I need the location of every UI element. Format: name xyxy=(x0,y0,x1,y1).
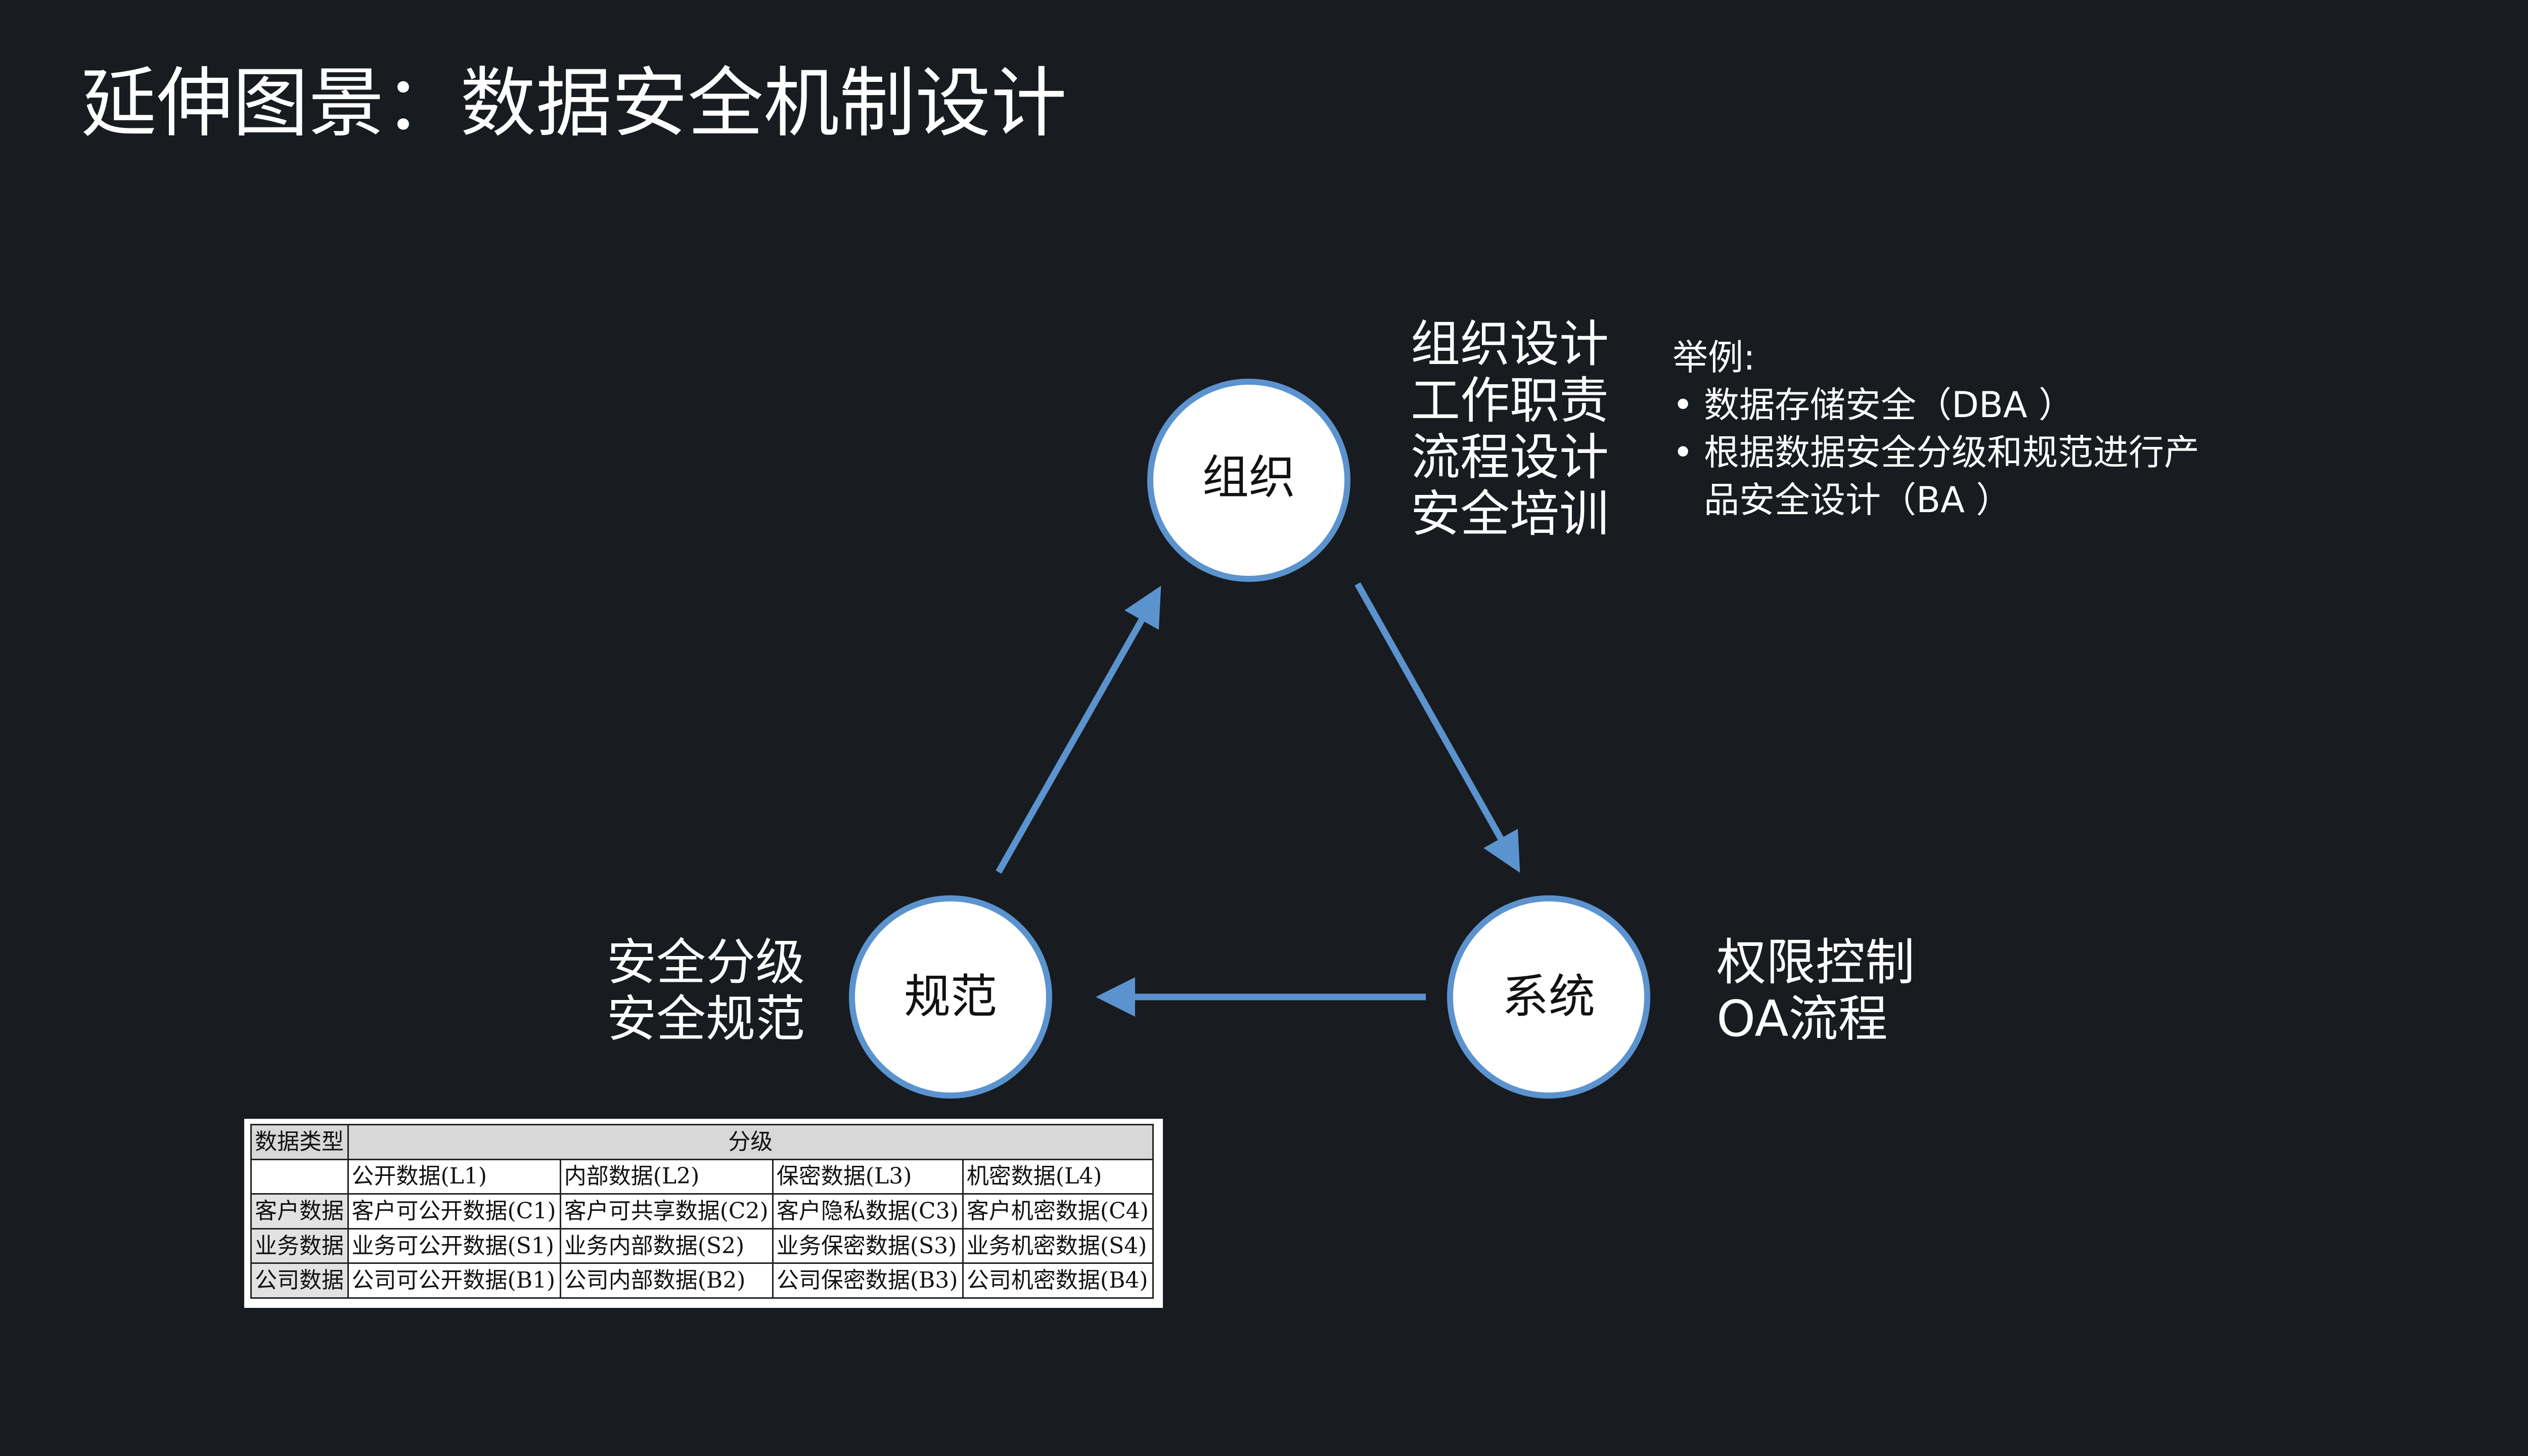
table-column-header: 公开数据(L1) xyxy=(347,1158,561,1195)
arrow-org-to-system xyxy=(1355,582,1520,873)
example-item: • 数据存储安全（DBA ） xyxy=(1673,381,2199,429)
table-cell: 公司可公开数据(B1) xyxy=(347,1262,561,1299)
org-points: 组织设计 工作职责 流程设计 安全培训 xyxy=(1411,316,1609,542)
bullet-icon: • xyxy=(1673,384,1694,426)
node-org-label: 组织 xyxy=(1202,450,1296,505)
examples-block: 举例: • 数据存储安全（DBA ） • 根据数据安全分级和规范进行产 品安全设… xyxy=(1673,334,2199,524)
example-text: 数据存储安全（DBA ） xyxy=(1704,384,2074,426)
table-cell: 客户隐私数据(C3) xyxy=(772,1193,964,1230)
example-item: • 根据数据安全分级和规范进行产 xyxy=(1673,429,2199,476)
bullet-icon: • xyxy=(1673,432,1694,473)
table-cell: 业务可公开数据(S1) xyxy=(347,1227,561,1264)
table-column-row: 公开数据(L1) 内部数据(L2) 保密数据(L3) 机密数据(L4) xyxy=(250,1158,1154,1195)
org-point: 流程设计 xyxy=(1411,429,1609,486)
table-cell: 客户可公开数据(C1) xyxy=(347,1193,561,1230)
system-points: 权限控制 OA流程 xyxy=(1717,934,1915,1048)
node-org-circle xyxy=(1147,379,1350,582)
node-norm-circle xyxy=(849,895,1052,1099)
table-cell: 业务内部数据(S2) xyxy=(559,1227,774,1264)
table-cell: 公司内部数据(B2) xyxy=(559,1262,774,1299)
node-norm-label: 规范 xyxy=(904,970,998,1024)
classification-table: 数据类型 分级 公开数据(L1) 内部数据(L2) 保密数据(L3) 机密数据(… xyxy=(250,1124,1154,1299)
table-column-header: 机密数据(L4) xyxy=(962,1158,1154,1195)
node-system-circle xyxy=(1447,895,1650,1099)
norm-point: 安全规范 xyxy=(607,990,805,1048)
org-point: 工作职责 xyxy=(1411,372,1609,430)
table-column-header: 保密数据(L3) xyxy=(772,1158,964,1195)
table-corner-cell: 数据类型 xyxy=(250,1124,349,1160)
table-cell: 业务保密数据(S3) xyxy=(772,1227,964,1264)
table-row-header: 公司数据 xyxy=(250,1262,349,1299)
table-cell: 公司机密数据(B4) xyxy=(962,1262,1154,1299)
norm-point: 安全分级 xyxy=(607,934,805,991)
examples-heading: 举例: xyxy=(1673,337,1755,378)
system-point: 权限控制 xyxy=(1717,934,1915,991)
table-row-header: 业务数据 xyxy=(250,1227,349,1264)
example-text: 根据数据安全分级和规范进行产 xyxy=(1704,432,2199,473)
table-column-header: 内部数据(L2) xyxy=(559,1158,774,1195)
system-point: OA流程 xyxy=(1717,990,1888,1048)
table-cell: 客户机密数据(C4) xyxy=(962,1193,1154,1230)
classification-table-image: 数据类型 分级 公开数据(L1) 内部数据(L2) 保密数据(L3) 机密数据(… xyxy=(244,1119,1163,1308)
table-cell: 客户可共享数据(C2) xyxy=(559,1193,774,1230)
table-row: 业务数据 业务可公开数据(S1) 业务内部数据(S2) 业务保密数据(S3) 业… xyxy=(250,1227,1154,1264)
table-row-header: 客户数据 xyxy=(250,1193,349,1230)
table-blank-cell xyxy=(250,1158,349,1195)
table-cell: 业务机密数据(S4) xyxy=(962,1227,1154,1264)
table-cell: 公司保密数据(B3) xyxy=(772,1262,964,1299)
table-row: 客户数据 客户可公开数据(C1) 客户可共享数据(C2) 客户隐私数据(C3) … xyxy=(250,1193,1154,1230)
arrow-norm-to-org xyxy=(996,585,1161,874)
org-point: 安全培训 xyxy=(1411,485,1609,543)
page-title: 延伸图景：数据安全机制设计 xyxy=(81,60,1067,148)
table-header-row: 数据类型 分级 xyxy=(250,1124,1154,1160)
table-group-header: 分级 xyxy=(347,1124,1154,1160)
norm-points: 安全分级 安全规范 xyxy=(607,934,805,1048)
node-system-label: 系统 xyxy=(1502,970,1596,1024)
table-row: 公司数据 公司可公开数据(B1) 公司内部数据(B2) 公司保密数据(B3) 公… xyxy=(250,1262,1154,1299)
example-text-continuation: 品安全设计（BA ） xyxy=(1704,479,2012,521)
org-point: 组织设计 xyxy=(1411,315,1609,373)
